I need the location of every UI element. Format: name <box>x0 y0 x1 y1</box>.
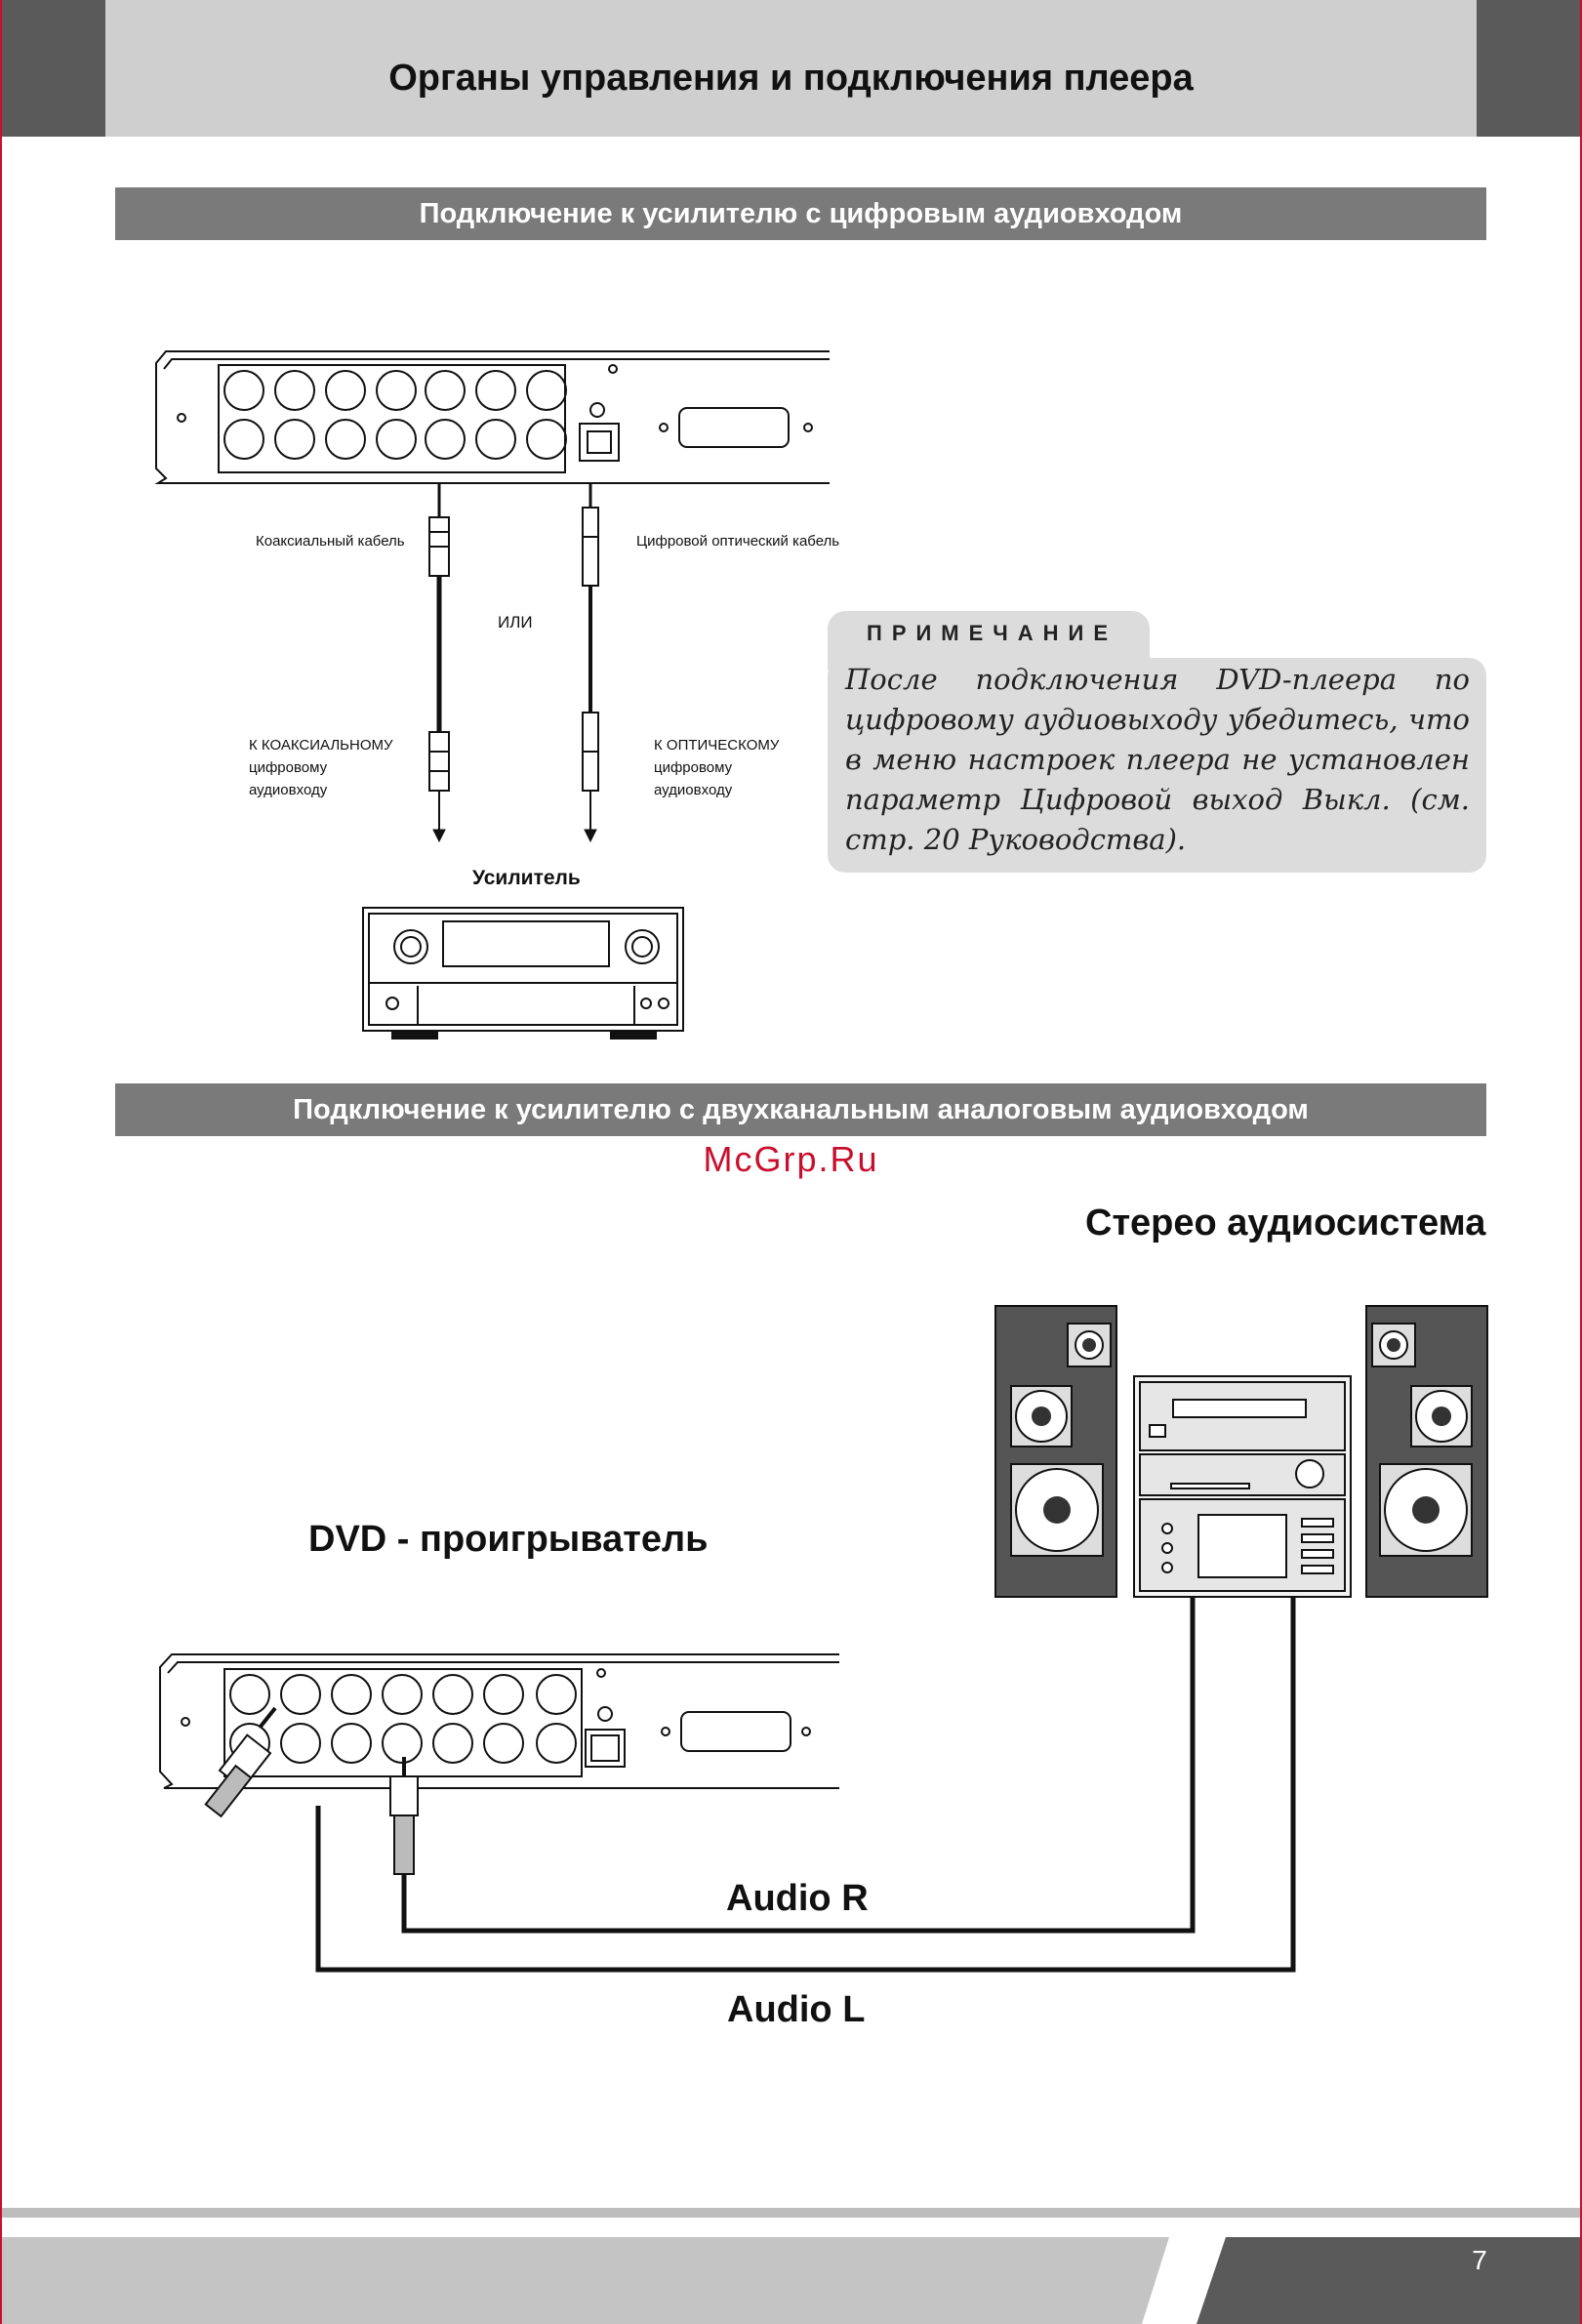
note-box <box>828 658 1486 873</box>
section-title-digital: Подключение к усилителю с цифровым аудио… <box>115 187 1486 240</box>
stereo-receiver <box>1133 1375 1352 1598</box>
optical-input-label: К ОПТИЧЕСКОМУ цифровому аудиовходу <box>654 737 780 798</box>
watermark: McGrp.Ru <box>703 1139 879 1179</box>
coax-cable-label: Коаксиальный кабель <box>256 533 405 550</box>
page-edge-left <box>0 0 2 2324</box>
header-accent-left <box>2 0 105 137</box>
amplifier-label: Усилитель <box>472 867 581 889</box>
page-title: Органы управления и подключения плеера <box>388 58 1194 99</box>
header-band <box>2 0 1580 137</box>
dvd-back-panel <box>154 350 830 484</box>
stereo-system-label: Стерео аудиосистема <box>1085 1203 1486 1244</box>
audio-l-label: Audio L <box>727 1989 866 2030</box>
footer-line <box>2 2208 1580 2218</box>
page-number: 7 <box>1472 2245 1487 2275</box>
section-title-analog: Подключение к усилителю с двухканальным … <box>115 1083 1486 1136</box>
right-speaker <box>1365 1305 1488 1598</box>
optical-cable <box>582 483 599 843</box>
rca-plug-right <box>389 1757 419 1875</box>
footer-accent <box>1142 2237 1580 2324</box>
header-accent-right <box>1477 0 1580 137</box>
dvd-player-back-panel <box>159 1653 839 1789</box>
optical-cable-label: Цифровой оптический кабель <box>636 533 840 550</box>
audio-cables <box>315 1597 1296 1973</box>
coax-cable <box>428 483 450 843</box>
coax-input-label: К КОАКСИАЛЬНОМУ цифровому аудиовходу <box>249 737 393 798</box>
or-label: ИЛИ <box>498 613 533 632</box>
note-text: После подключения DVD-плеера по цифровом… <box>845 663 1470 856</box>
audio-r-label: Audio R <box>726 1878 869 1919</box>
dvd-player-label: DVD - проигрыватель <box>308 1519 709 1560</box>
amplifier-drawing <box>362 907 684 1040</box>
page-edge-right <box>1580 0 1582 2324</box>
rca-plug-left <box>204 1706 277 1818</box>
note-title: ПРИМЕЧАНИЕ <box>867 621 1118 645</box>
left-speaker <box>994 1305 1117 1598</box>
digital-connection-diagram <box>154 350 830 1040</box>
analog-connection-diagram <box>159 1305 1488 1973</box>
